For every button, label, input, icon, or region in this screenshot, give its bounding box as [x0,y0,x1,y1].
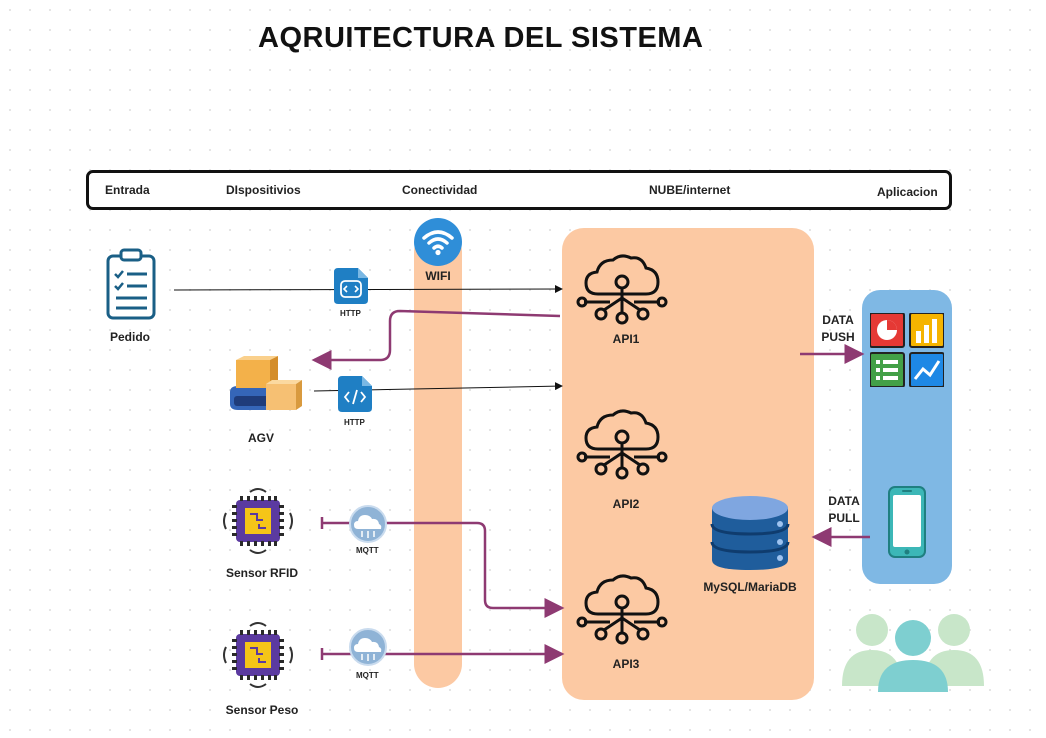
cloud-network-icon [576,403,668,488]
pedido-to-api1-line [173,285,563,294]
mqtt-cloud-icon [348,628,388,671]
smartphone-icon [888,486,926,563]
data-push-label-2: PUSH [821,330,855,344]
agv-robot-icon [226,356,302,427]
sensor-chip-icon [222,486,294,561]
pedido-label: Pedido [109,330,150,344]
http-file-icon [334,268,368,309]
data-pull-label-2: PULL [828,511,860,525]
clipboard-icon [106,248,156,325]
api2-label: API2 [612,497,640,511]
header-conectividad: Conectividad [402,183,478,197]
wifi-label: WIFI [425,269,451,283]
data-pull-label-1: DATA [828,494,860,508]
data-push-label-1: DATA [822,313,854,327]
database-icon [710,494,790,577]
sensor-chip-icon [222,620,294,695]
wifi-icon [414,218,462,266]
users-group-icon [842,608,984,697]
layer-header-bar [86,170,952,210]
header-nube: NUBE/internet [649,183,731,197]
http-label-2: HTTP [344,418,365,427]
api1-to-agv-line [311,309,561,370]
dashboard-icon [869,312,945,392]
api3-label: API3 [612,657,640,671]
header-aplicacion: Aplicacion [877,185,938,199]
http-label-1: HTTP [340,309,361,318]
mqtt-cloud-icon [348,505,388,548]
diagram-title: AQRUITECTURA DEL SISTEMA [258,22,704,54]
database-label: MySQL/MariaDB [703,580,797,594]
http-file-icon [338,376,372,417]
connectivity-band [414,228,462,688]
rfid-to-api3-line [322,521,565,618]
sensor-rfid-label: Sensor RFID [225,566,298,580]
cloud-network-icon [576,248,668,333]
mqtt-label-1: MQTT [356,546,379,555]
agv-label: AGV [247,431,274,445]
mqtt-label-2: MQTT [356,671,379,680]
sensor-peso-label: Sensor Peso [225,703,299,717]
api1-label: API1 [612,332,640,346]
header-dispositivos: DIspositivios [226,183,301,197]
header-entrada: Entrada [105,183,150,197]
cloud-network-icon [576,568,668,653]
